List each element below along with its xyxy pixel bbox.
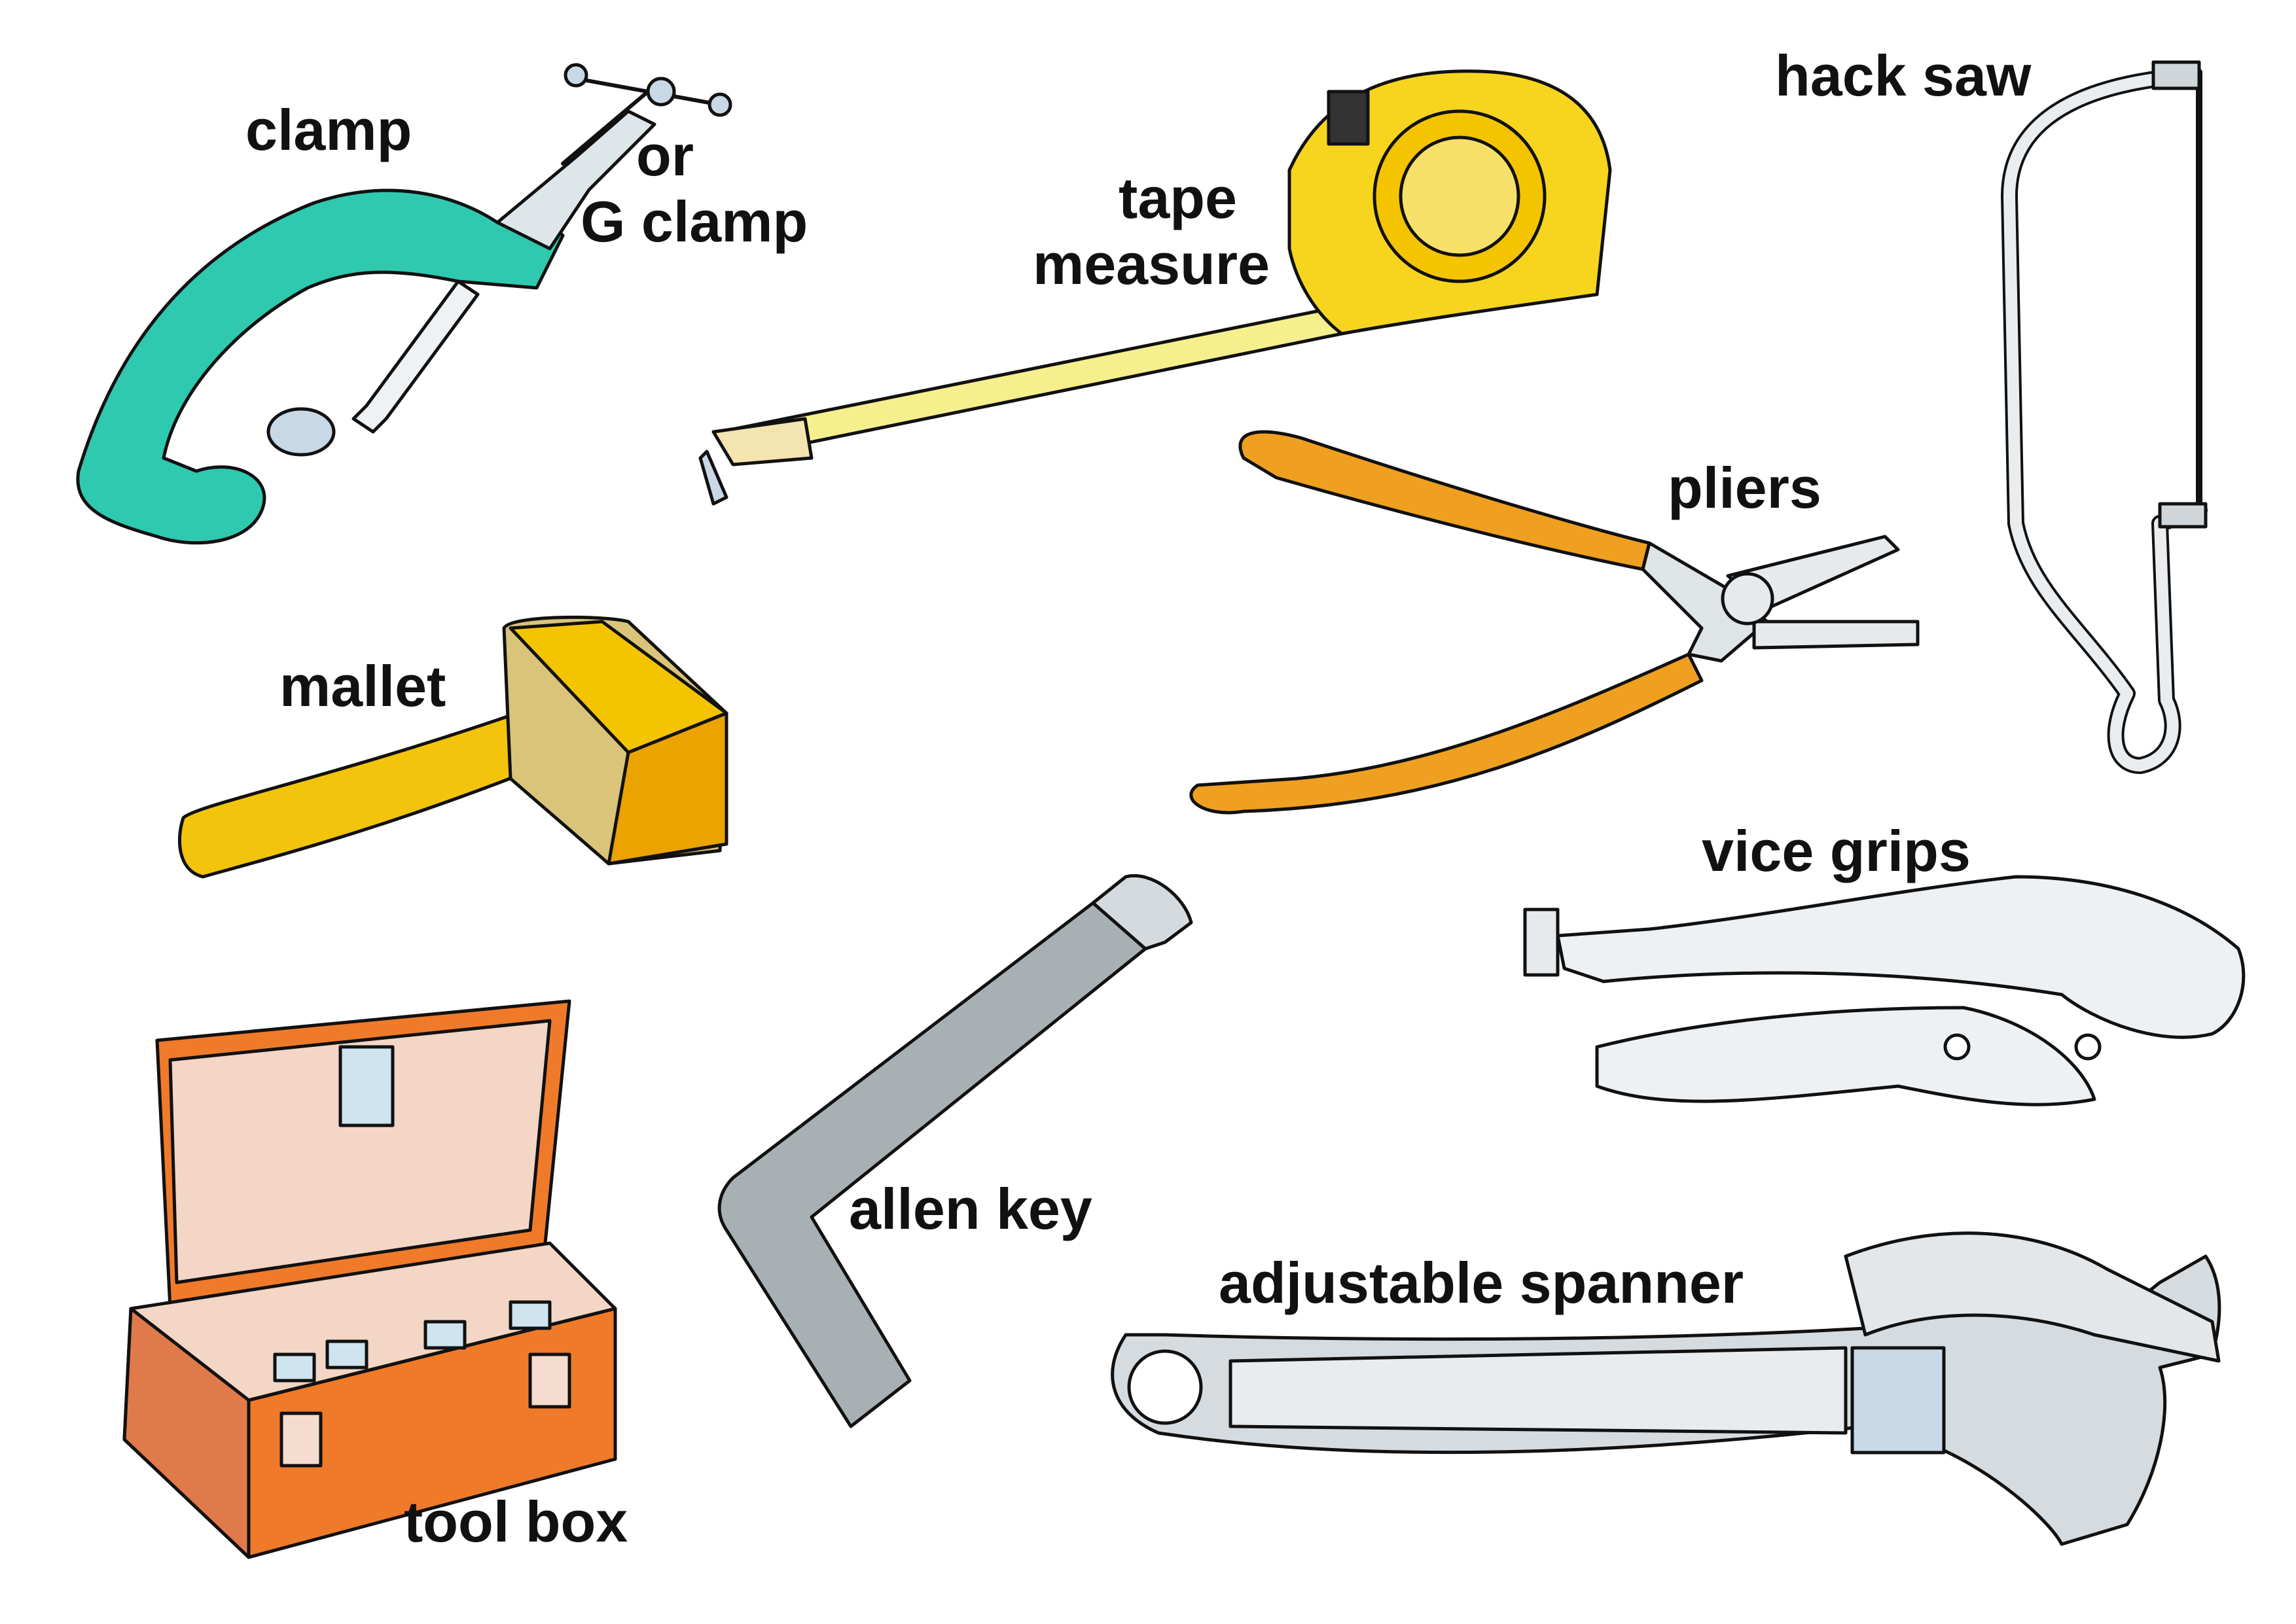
adjustable-spanner-illustration: [1111, 1231, 2221, 1546]
label-tape-measure-line1: tape: [1119, 166, 1237, 230]
pliers-illustration: [1189, 430, 1920, 815]
label-adjustable-spanner: adjustable spanner: [1219, 1250, 1744, 1315]
vice-grips-illustration: [1523, 875, 2246, 1106]
label-clamp: clamp: [245, 97, 412, 162]
label-clamp-alt-or: or: [636, 123, 694, 188]
label-hack-saw: hack saw: [1775, 43, 2032, 108]
label-tape-measure-line2: measure: [1032, 232, 1270, 297]
label-allen-key: allen key: [849, 1176, 1092, 1241]
label-clamp-alternative: or G clamp: [581, 122, 808, 255]
label-tool-box: tool box: [404, 1489, 628, 1554]
label-vice-grips: vice grips: [1702, 819, 1971, 883]
label-tape-measure: tape measure: [1008, 165, 1270, 297]
clamp-illustration: [76, 63, 732, 545]
tool-box-illustration: [122, 999, 617, 1559]
tape-measure-illustration: [698, 69, 1612, 506]
label-clamp-alt-g-clamp: G clamp: [581, 189, 808, 255]
label-mallet: mallet: [279, 654, 446, 718]
mallet-illustration: [177, 615, 728, 879]
hack-saw-illustration: [2001, 60, 2208, 774]
label-pliers: pliers: [1668, 455, 1821, 520]
allen-key-illustration: [717, 874, 1193, 1428]
